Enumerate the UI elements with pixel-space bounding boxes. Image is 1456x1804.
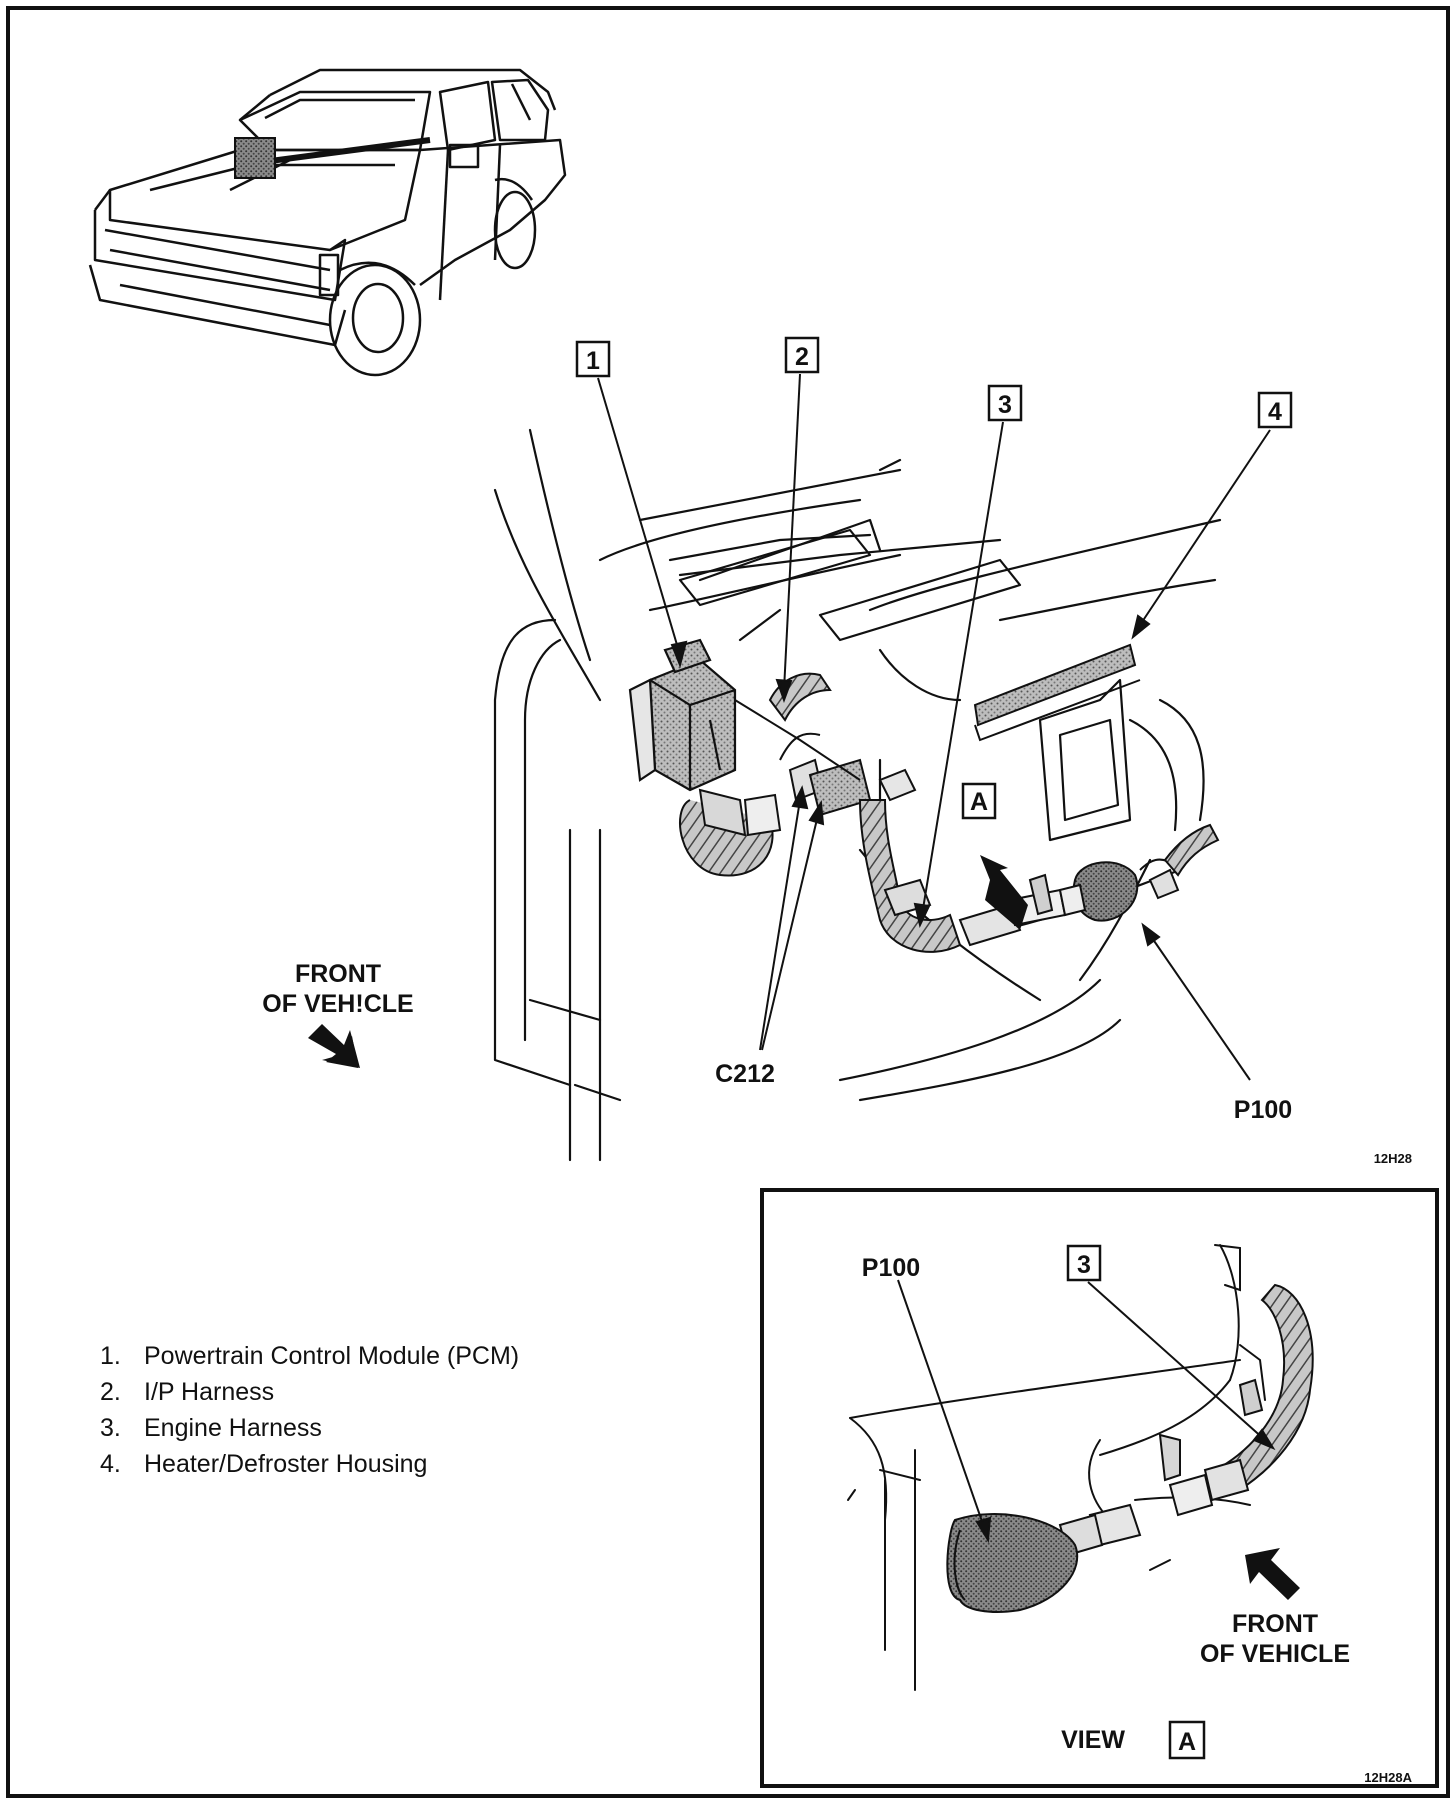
- view-label-box: A: [1168, 1720, 1206, 1760]
- callout-1-number: 1: [586, 347, 600, 375]
- callout-4: 4: [1257, 391, 1293, 429]
- callout-3-number: 3: [998, 391, 1012, 419]
- inset-front-of-vehicle-line1: FRONT: [1232, 1610, 1318, 1638]
- legend-item-3: 3.Engine Harness: [100, 1414, 322, 1442]
- view-a-arrow: [980, 855, 1028, 930]
- view-a-callout-box: [961, 782, 997, 820]
- view-a-callout-letter: A: [970, 788, 988, 816]
- inset-connector-p100: [946, 1503, 1142, 1613]
- callout-1: 1: [575, 340, 611, 378]
- legend-item-1: 1.Powertrain Control Module (PCM): [100, 1342, 520, 1370]
- inset-callout-3-number: 3: [1077, 1251, 1091, 1279]
- callout-2: 2: [784, 336, 820, 374]
- outer-frame: [6, 6, 1450, 1798]
- inset-outline: [847, 1244, 1266, 1691]
- front-of-vehicle-line2: OF VEH!CLE: [262, 990, 413, 1018]
- heater-defroster-housing: [973, 643, 1137, 727]
- inset-figure-id: 12H28A: [1364, 1770, 1412, 1785]
- inset-frame: [760, 1188, 1439, 1788]
- inset-engine-harness: [1158, 1283, 1314, 1517]
- inset-leader-lines: [897, 1279, 1276, 1544]
- c212-connector-cluster: [679, 732, 872, 877]
- legend: 1.Powertrain Control Module (PCM) 2.I/P …: [100, 1338, 519, 1482]
- view-label-word: VIEW: [1061, 1726, 1125, 1754]
- figure-id: 12H28: [1374, 1151, 1412, 1166]
- inset-front-of-vehicle-line2: OF VEHICLE: [1200, 1640, 1350, 1668]
- inset-callout-3: 3: [1066, 1244, 1102, 1282]
- pcm-location-marker: [234, 137, 276, 179]
- callout-4-number: 4: [1268, 398, 1282, 426]
- heater-housing-outline: [974, 679, 1141, 742]
- front-of-vehicle-arrow-body: [308, 1024, 358, 1068]
- front-of-vehicle-line1: FRONT: [295, 960, 381, 988]
- leader-lines: [597, 373, 1271, 1081]
- c212-label: C212: [715, 1060, 775, 1088]
- p100-label: P100: [1234, 1096, 1292, 1124]
- vehicle-illustration: [88, 68, 567, 377]
- legend-item-4: 4.Heater/Defroster Housing: [100, 1450, 428, 1478]
- p100-grommet: [1058, 823, 1220, 922]
- legend-item-2: 2.I/P Harness: [100, 1378, 275, 1406]
- pcm-module: [628, 638, 737, 792]
- callout-2-number: 2: [795, 343, 809, 371]
- ip-harness-wire: [734, 699, 861, 781]
- inset-front-of-vehicle-arrow: [1245, 1548, 1300, 1600]
- callout-3: 3: [987, 384, 1023, 422]
- inset-p100-label: P100: [862, 1254, 920, 1282]
- view-label-letter: A: [1178, 1728, 1196, 1756]
